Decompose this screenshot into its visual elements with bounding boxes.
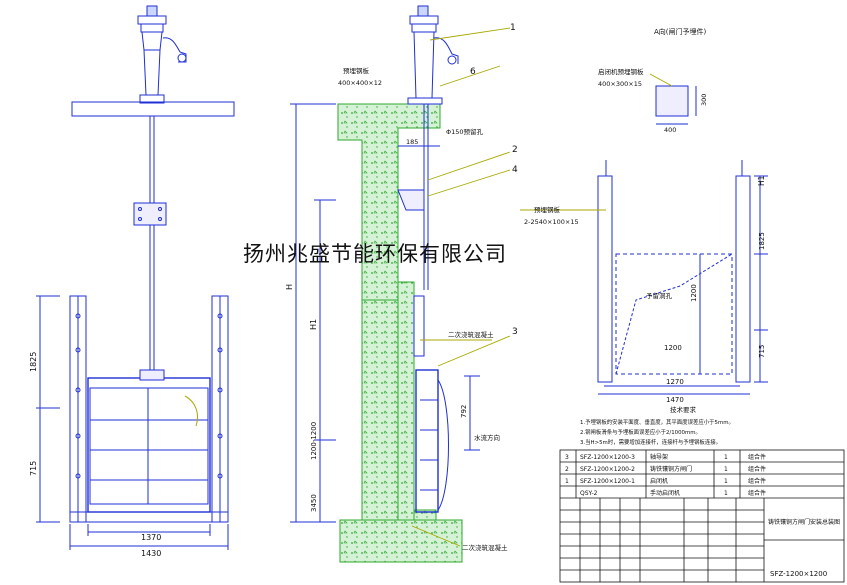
dim-1200-vertical: 1200 xyxy=(690,284,698,302)
bom-row-1-material: 组合件 xyxy=(748,453,766,461)
bom-row-4-material: 组合件 xyxy=(748,489,766,497)
embed-label: 启闭机预埋钢板 xyxy=(598,67,644,76)
concrete-label-bottom: 二次浇筑混凝土 xyxy=(462,543,508,552)
callout-4: 4 xyxy=(512,165,518,175)
callout-2: 2 xyxy=(512,145,518,155)
water-flow-label: 水流方向 xyxy=(474,433,500,442)
dim-1470: 1470 xyxy=(666,396,684,404)
section-view xyxy=(337,103,463,563)
bom-row-2-qty: 1 xyxy=(724,466,728,473)
bom-row-3-code: SFZ-1200×1200-1 xyxy=(580,478,635,485)
steel-plate-label: 预埋钢板 xyxy=(343,66,370,75)
dim-H1: H1 xyxy=(309,319,318,330)
plate-size: 2-2540×100×15 xyxy=(524,218,579,226)
pipe-hole-label: Φ150预留孔 xyxy=(446,127,484,136)
note-line-3: 3.当H>5m时，需要增加连接杆，连接杆与予埋钢板连接。 xyxy=(580,438,721,446)
callout-6: 6 xyxy=(470,67,476,77)
steel-plate-size: 400×400×12 xyxy=(338,79,382,87)
company-watermark: 扬州兆盛节能环保有限公司 xyxy=(243,242,507,266)
plate-label: 预埋钢板 xyxy=(534,205,561,214)
dim-300: 300 xyxy=(700,94,708,106)
hoist-icon xyxy=(137,5,187,104)
dim-3450: 3450 xyxy=(310,494,318,512)
dim-1270: 1270 xyxy=(666,378,684,386)
dim-H: H xyxy=(285,284,294,290)
bom-row-4-code: QSY-2 xyxy=(580,490,598,497)
bom-row-1-name: 轴导架 xyxy=(650,453,668,461)
section-leaders xyxy=(411,27,511,547)
bom-grid xyxy=(559,449,845,583)
dim-792: 792 xyxy=(460,405,468,418)
dim-1200-1200: 1200-1200 xyxy=(310,422,318,460)
front-dim-1825: 1825 xyxy=(29,352,38,372)
concrete-label-top: 二次浇筑混凝土 xyxy=(448,330,494,339)
notes-title: 技术要求 xyxy=(670,405,697,414)
bom-row-1-no: 3 xyxy=(565,454,569,461)
bom-row-4-qty: 1 xyxy=(724,490,728,497)
drawing-title: 铸铁镶铜方闸门安装总装图 xyxy=(768,518,840,526)
bom-row-2-no: 2 xyxy=(565,466,569,473)
bom-row-1-qty: 1 xyxy=(724,454,728,461)
dim-1200-horizontal: 1200 xyxy=(664,344,682,352)
opening-label: 予留洞孔 xyxy=(646,291,673,300)
bom-rows: 3 SFZ-1200×1200-3 轴导架 1 组合件 2 SFZ-1200×1… xyxy=(565,453,766,497)
bom-row-3-no: 1 xyxy=(565,478,569,485)
dim-400: 400 xyxy=(664,126,676,134)
callout-3: 3 xyxy=(512,327,518,337)
bom-row-2-code: SFZ-1200×1200-2 xyxy=(580,466,635,473)
front-dim-1430: 1430 xyxy=(141,549,161,558)
front-dim-1370: 1370 xyxy=(141,533,161,542)
front-view xyxy=(36,5,235,550)
view-a xyxy=(597,85,768,395)
bom-row-2-name: 铸铁镶铜方闸门 xyxy=(650,465,692,473)
bom-row-3-name: 启闭机 xyxy=(650,477,668,485)
dim-715: 715 xyxy=(758,345,766,358)
section-hardware xyxy=(290,5,480,523)
bom-row-3-qty: 1 xyxy=(724,478,728,485)
bom-row-2-material: 组合件 xyxy=(748,465,766,473)
bom-row-3-material: 组合件 xyxy=(748,477,766,485)
dim-1825: 1825 xyxy=(758,232,766,250)
embed-size: 400×300×15 xyxy=(598,80,642,88)
callout-1: 1 xyxy=(510,23,516,33)
note-line-1: 1.予埋钢板的安装平面度、垂直度，其平面度误差应小于5mm。 xyxy=(580,418,734,426)
view-a-title: A向(闸门予埋件) xyxy=(654,27,707,36)
dim-185: 185 xyxy=(406,138,418,146)
view-a-leaders xyxy=(520,73,673,211)
dim-H1-view-a: H1 xyxy=(757,175,766,186)
front-dim-715: 715 xyxy=(29,461,38,476)
drawing-number: SFZ-1200×1200 xyxy=(770,570,827,578)
bom-row-4-name: 手动启闭机 xyxy=(650,489,680,497)
note-line-2: 2.钢闸板滑条与予埋板面误差应小于2/1000mm。 xyxy=(580,428,701,436)
bom-row-1-code: SFZ-1200×1200-3 xyxy=(580,454,635,461)
